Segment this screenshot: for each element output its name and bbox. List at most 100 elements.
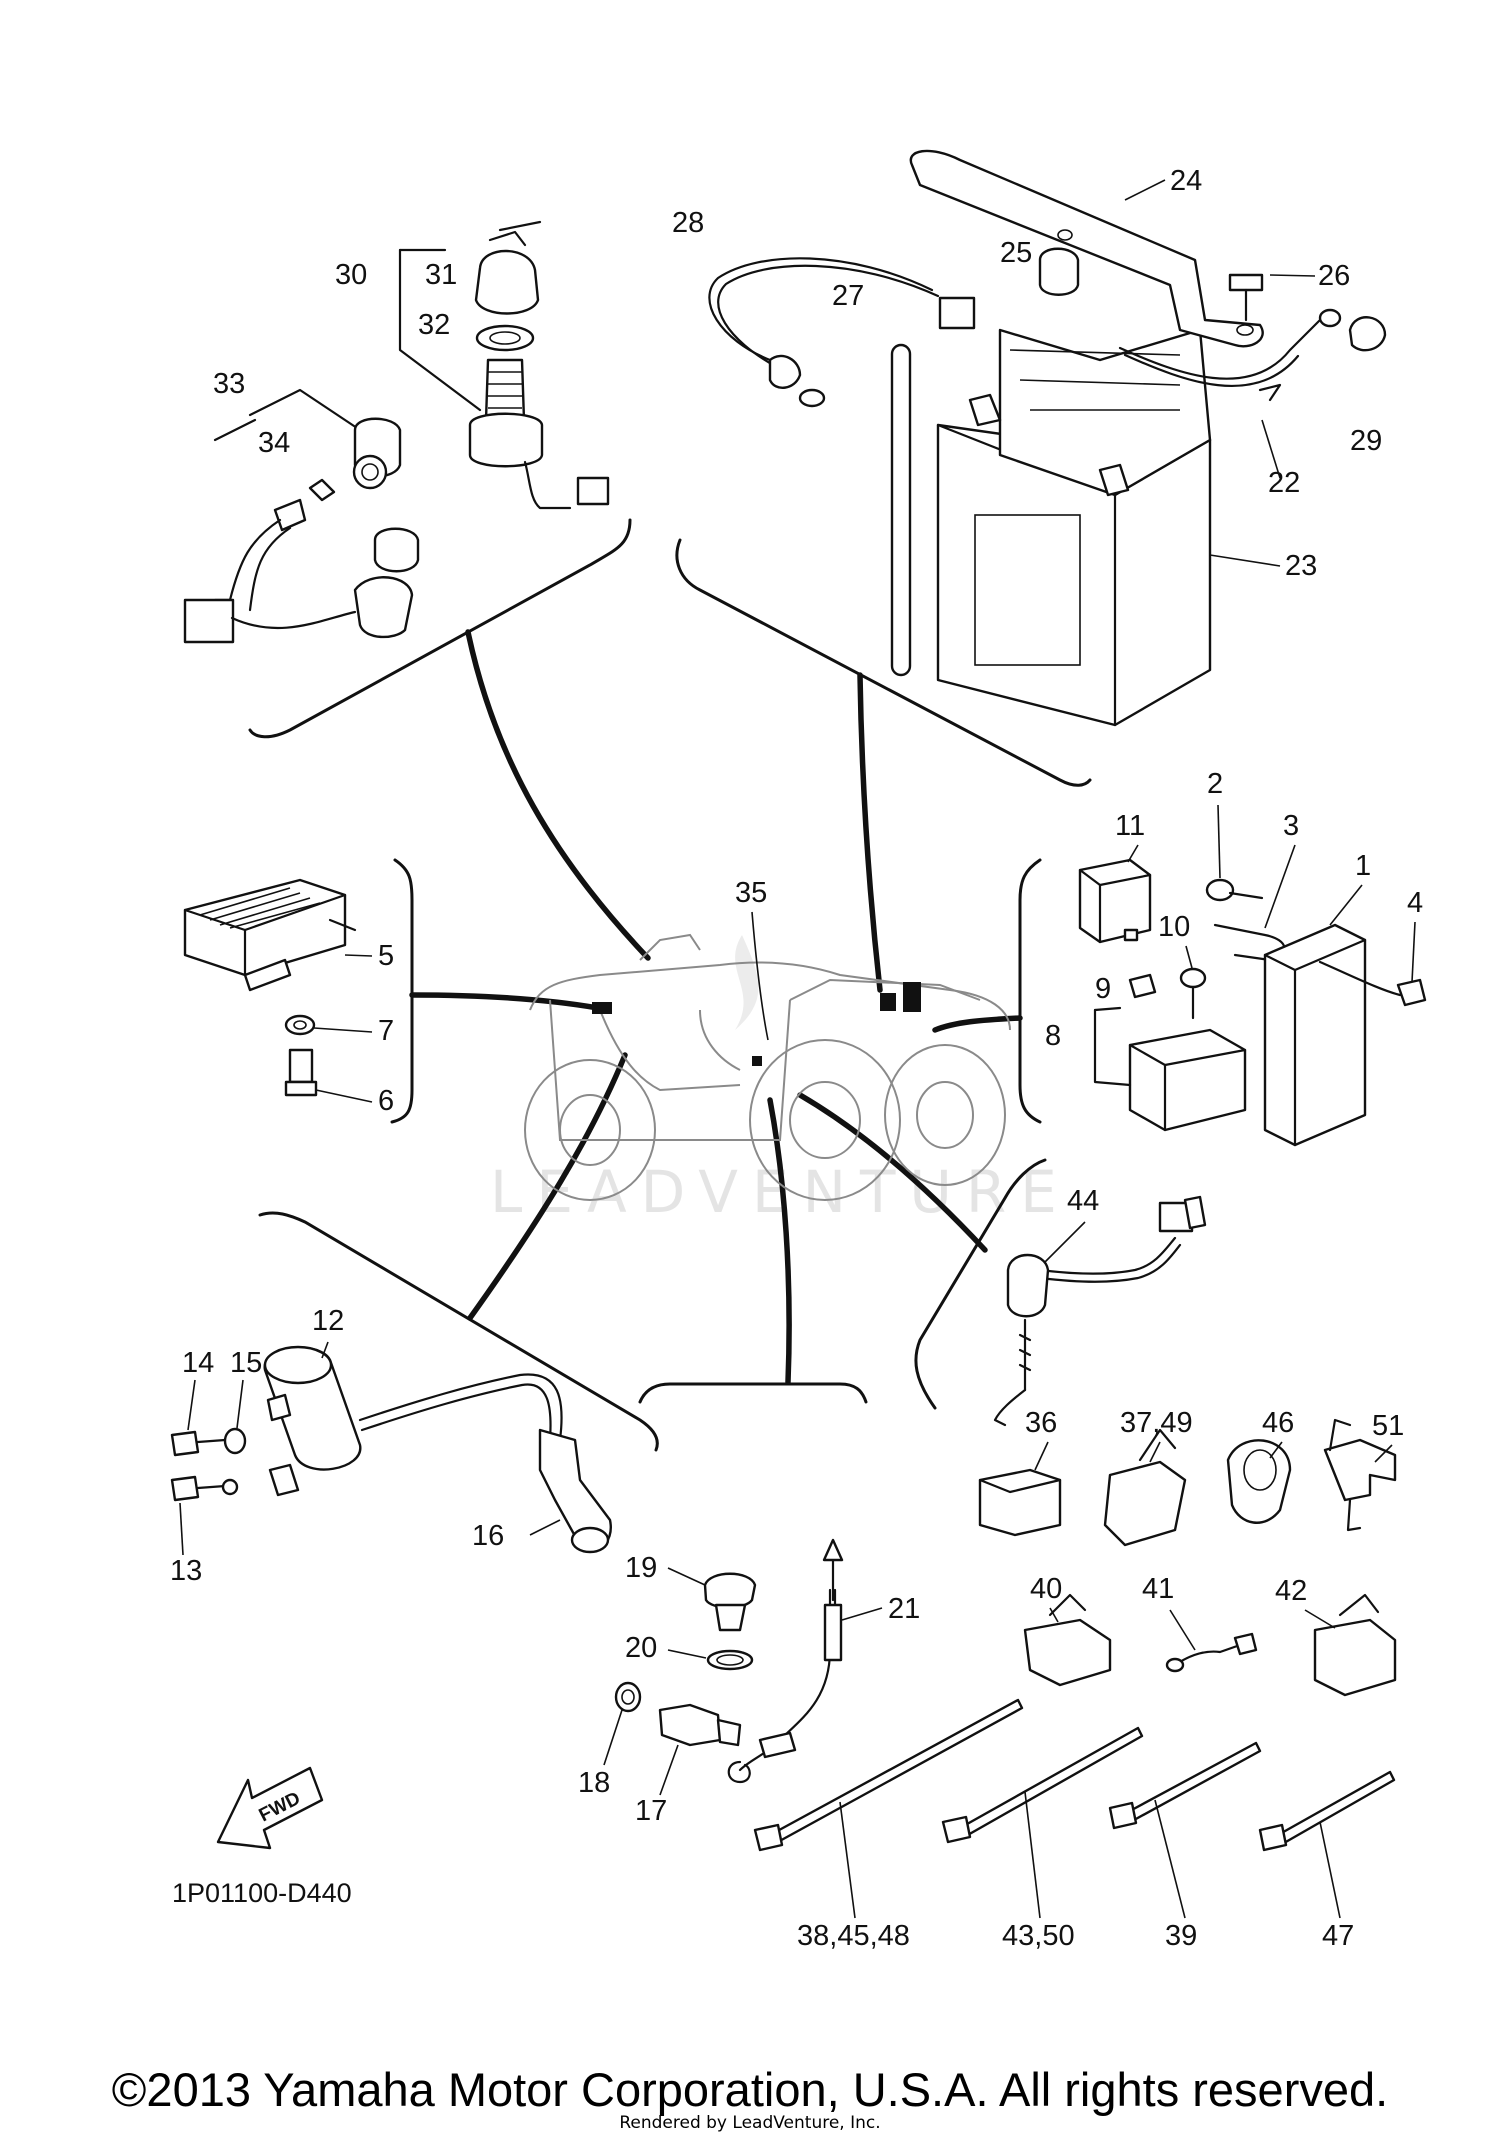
wire-clamp-36	[978, 1468, 1062, 1537]
ground-bolt	[170, 1475, 200, 1502]
callout-20: 20	[625, 1632, 657, 1664]
rectifier-washer	[284, 1014, 316, 1036]
copyright-notice: ©2013 Yamaha Motor Corporation, U.S.A. A…	[111, 2063, 1389, 2116]
callout-25: 25	[1000, 237, 1032, 269]
fuse	[1128, 973, 1157, 999]
ignition-coil-group	[170, 1345, 612, 1554]
rectifier-regulator	[183, 878, 347, 977]
battery-negative-cable	[708, 257, 934, 362]
cdi-unit	[1263, 923, 1367, 1147]
cable-ties-group	[753, 1698, 1396, 1852]
callout-23: 23	[1285, 550, 1317, 582]
callout-34: 34	[258, 427, 290, 459]
callout-3: 3	[1283, 810, 1299, 842]
callout-9: 9	[1095, 973, 1111, 1005]
watermark-text: LEADVENTURE	[490, 1158, 1071, 1226]
leader-ignition-group	[467, 1052, 628, 1321]
wire-holder-40	[1023, 1618, 1112, 1687]
neutral-switch-group	[993, 1195, 1207, 1427]
callout-27: 27	[832, 280, 864, 312]
callout-1: 1	[1355, 850, 1371, 882]
starter-relay	[1128, 1028, 1247, 1132]
starter-relay-small	[1078, 858, 1152, 944]
callout-37-49: 37,49	[1120, 1407, 1193, 1439]
cable-tie-39	[1126, 1741, 1262, 1822]
callout-28: 28	[672, 207, 704, 239]
callout-14: 14	[182, 1347, 214, 1379]
callout-5: 5	[378, 940, 394, 972]
callout-26: 26	[1318, 260, 1350, 292]
main-switch-body	[484, 358, 526, 422]
callout-41: 41	[1142, 1573, 1174, 1605]
bracket-sensor-group	[638, 1382, 868, 1404]
callout-47: 47	[1322, 1920, 1354, 1952]
wire-holder-37-49	[1103, 1460, 1187, 1547]
clamps-group	[978, 1418, 1397, 1697]
wire-holder-51	[1323, 1438, 1397, 1502]
callout-13: 13	[170, 1555, 202, 1587]
leader-switch-group	[465, 629, 651, 961]
indicator-connector	[183, 598, 235, 644]
switch-gasket	[614, 1681, 642, 1713]
callout-31: 31	[425, 259, 457, 291]
callout-46: 46	[1262, 1407, 1294, 1439]
coil-bolt	[170, 1430, 200, 1457]
fwd-arrow	[216, 1766, 324, 1850]
callout-36: 36	[1025, 1407, 1057, 1439]
callout-30: 30	[335, 259, 367, 291]
wire-clip-41	[1173, 1643, 1242, 1667]
callout-6: 6	[378, 1085, 394, 1117]
callout-19: 19	[625, 1552, 657, 1584]
callout-7: 7	[378, 1015, 394, 1047]
temperature-switch	[658, 1703, 722, 1747]
callout-29: 29	[1350, 425, 1382, 457]
callout-12: 12	[312, 1305, 344, 1337]
indicator-bulb	[308, 478, 336, 502]
rectifier-regulator-group	[183, 878, 357, 1097]
battery-damper	[1038, 247, 1080, 296]
callout-21: 21	[888, 1593, 920, 1625]
callout-2: 2	[1207, 768, 1223, 800]
bracket-battery-group	[675, 538, 1092, 787]
wire-holder-42	[1313, 1618, 1397, 1697]
callout-17: 17	[635, 1795, 667, 1827]
callout-43-50: 43,50	[1002, 1920, 1075, 1952]
neutral-switch-lead	[1038, 1236, 1177, 1275]
thermo-gasket	[706, 1649, 754, 1671]
main-switch-cap	[474, 249, 540, 315]
atv-silhouette	[524, 933, 1011, 1201]
sensor-group	[614, 1538, 844, 1784]
callout-15: 15	[230, 1347, 262, 1379]
rectifier-bolt	[288, 1048, 314, 1084]
callout-32: 32	[418, 309, 450, 341]
callout-24: 24	[1170, 165, 1202, 197]
callout-33: 33	[213, 368, 245, 400]
callout-10: 10	[1158, 911, 1190, 943]
battery-breather-pipe	[890, 343, 912, 677]
callout-51: 51	[1372, 1410, 1404, 1442]
neutral-switch	[1006, 1253, 1050, 1318]
callout-11: 11	[1115, 810, 1145, 842]
battery-hold-bracket	[909, 149, 1264, 348]
bracket-ignition-group	[258, 1211, 659, 1452]
callout-42: 42	[1275, 1575, 1307, 1607]
callout-4: 4	[1407, 887, 1423, 919]
callout-16: 16	[472, 1520, 504, 1552]
bracket-switch-group	[248, 518, 632, 739]
callout-39: 39	[1165, 1920, 1197, 1952]
thermo-unit	[703, 1572, 757, 1609]
bracket-relay-group	[1018, 858, 1042, 1124]
callout-40: 40	[1030, 1573, 1062, 1605]
coil-washer	[223, 1427, 247, 1455]
callout-18: 18	[578, 1767, 610, 1799]
cable-tie-47	[1276, 1770, 1396, 1845]
callout-8: 8	[1045, 1020, 1061, 1052]
callout-35: 35	[735, 877, 767, 909]
battery-group	[708, 149, 1387, 727]
bracket-neutral-group	[914, 1158, 1047, 1410]
callout-44: 44	[1067, 1185, 1099, 1217]
leader-rectifier-group	[409, 992, 601, 1011]
watermark-logo	[735, 935, 759, 1030]
leader-sensor-group	[767, 1097, 792, 1385]
